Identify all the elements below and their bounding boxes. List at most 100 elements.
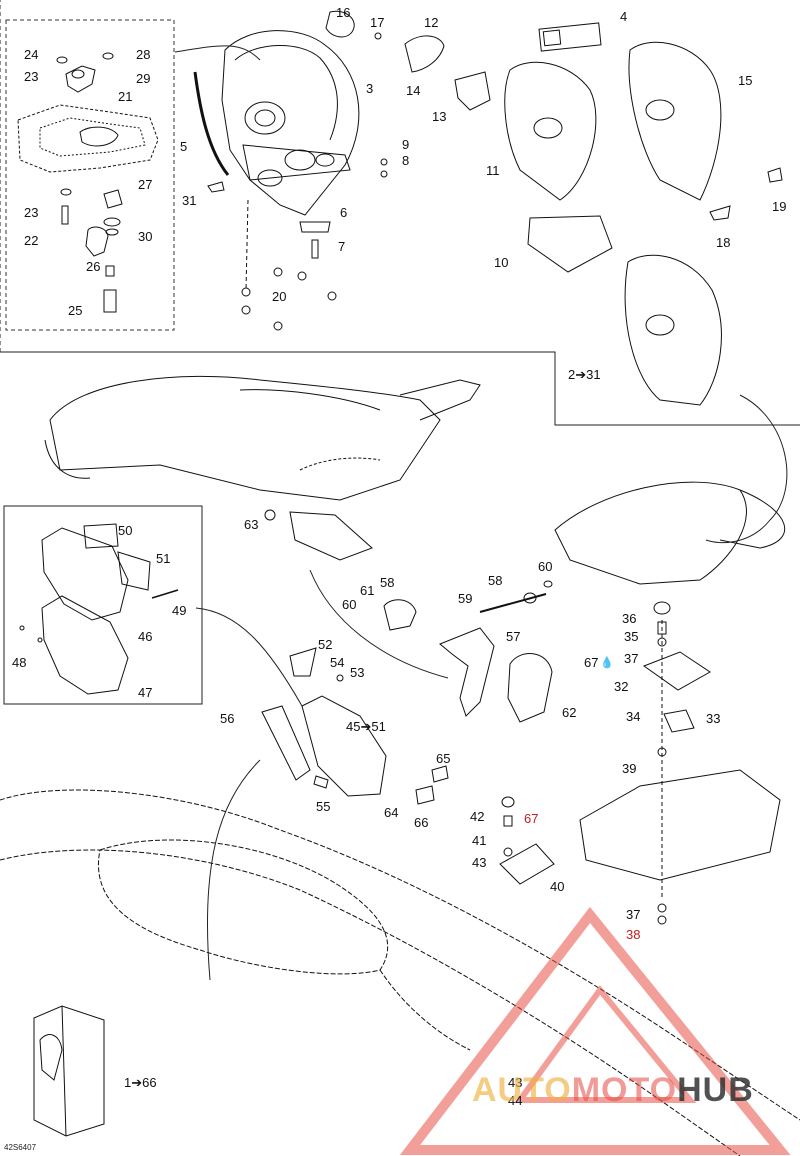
clip-55 xyxy=(313,775,329,789)
liner-11 xyxy=(504,61,597,201)
washer-43 xyxy=(503,847,513,857)
callout-label: 26 xyxy=(86,259,101,274)
nuts-20 xyxy=(241,267,337,331)
callout-label: 15 xyxy=(738,73,753,88)
callout-label: 6 xyxy=(340,205,348,220)
liner-15 xyxy=(628,41,722,201)
watermark-triangle xyxy=(399,906,791,1155)
pad-56 xyxy=(261,705,311,781)
callout-label: 32 xyxy=(614,679,629,694)
callout-label: 1➔66 xyxy=(124,1075,157,1090)
pad-50 xyxy=(83,523,119,549)
callout-label: 27 xyxy=(138,177,153,192)
leader-lines xyxy=(174,45,788,981)
screw-17 xyxy=(374,32,382,40)
callout-label: 35 xyxy=(624,629,639,644)
callout-label: 5 xyxy=(180,139,188,154)
callout-label: 21 xyxy=(118,89,133,104)
washer-9 xyxy=(380,158,388,166)
callout-label: 61 xyxy=(360,583,375,598)
callout-label: 28 xyxy=(136,47,151,62)
top-assembly-frame xyxy=(0,0,800,426)
callout-label: 62 xyxy=(562,705,577,720)
bracket-under-console xyxy=(289,511,373,561)
callout-label: 24 xyxy=(24,47,39,62)
watermark-hub: HUB xyxy=(677,1071,754,1109)
callout-label: 67 xyxy=(524,811,539,826)
hull-deck xyxy=(0,789,800,1156)
callout-label: 57 xyxy=(506,629,521,644)
plate-32 xyxy=(642,651,711,691)
callout-label: 46 xyxy=(138,629,153,644)
document-id: 42S6407 xyxy=(4,1143,37,1152)
callout-label: 58 xyxy=(488,573,503,588)
cushion-47 xyxy=(41,595,129,695)
latch-detail xyxy=(17,52,159,313)
callout-label: 59 xyxy=(458,591,473,606)
bracket-13 xyxy=(454,71,491,111)
parts-box-1-66 xyxy=(33,1005,105,1137)
knob-36 xyxy=(653,601,671,615)
steering-console xyxy=(44,375,481,501)
callout-label: 16 xyxy=(336,5,351,20)
oil-drop-icon: 💧 xyxy=(600,657,614,669)
callout-label: 37 xyxy=(626,907,641,922)
callout-label: 40 xyxy=(550,879,565,894)
callout-label: 36 xyxy=(622,611,637,626)
callout-label: 10 xyxy=(494,255,509,270)
nut-8 xyxy=(380,170,388,178)
hinge-57 xyxy=(439,627,495,717)
knob-42 xyxy=(501,796,515,808)
callout-label: 43 xyxy=(508,1075,523,1090)
spring-61 xyxy=(383,599,417,631)
callout-label: 8 xyxy=(402,153,410,168)
callout-label: 56 xyxy=(220,711,235,726)
cushion-46 xyxy=(41,527,129,621)
callout-label: 47 xyxy=(138,685,153,700)
callout-label: 67 xyxy=(584,655,599,670)
callout-label: 30 xyxy=(138,229,153,244)
callout-label: 2➔31 xyxy=(568,367,601,382)
nut-38 xyxy=(657,915,667,925)
callout-label: 54 xyxy=(330,655,345,670)
callout-label: 31 xyxy=(182,193,197,208)
callout-label: 23 xyxy=(24,205,39,220)
callout-label: 49 xyxy=(172,603,187,618)
callout-label: 43 xyxy=(472,855,487,870)
seal-strip-5 xyxy=(193,71,230,176)
cover-62 xyxy=(507,653,553,723)
callout-label: 23 xyxy=(24,69,39,84)
bushing-58 xyxy=(523,592,537,604)
callout-label: 11 xyxy=(486,163,500,178)
callout-label: 58 xyxy=(380,575,395,590)
callout-label: 7 xyxy=(338,239,346,254)
callout-label: 17 xyxy=(370,15,385,30)
callout-label: 55 xyxy=(316,799,331,814)
callout-label: 22 xyxy=(24,233,39,248)
clip-18 xyxy=(709,205,731,221)
callout-label: 60 xyxy=(538,559,553,574)
callout-label: 52 xyxy=(318,637,333,652)
callout-label: 37 xyxy=(624,651,639,666)
callout-label: 9 xyxy=(402,137,410,152)
latch-64 xyxy=(415,785,435,805)
decal-4 xyxy=(538,22,602,52)
cover-12 xyxy=(404,35,445,73)
storage-assembly-2-31 xyxy=(624,254,722,406)
bracket-31 xyxy=(207,181,225,193)
callout-label: 38 xyxy=(626,927,641,942)
callout-label: 66 xyxy=(414,815,429,830)
strap-49 xyxy=(151,589,179,599)
screw-48b xyxy=(37,637,43,643)
callout-label: 42 xyxy=(470,809,485,824)
callout-label: 44 xyxy=(508,1093,523,1108)
screw-53 xyxy=(336,674,344,682)
callout-label: 39 xyxy=(622,761,637,776)
pad-6 xyxy=(299,221,331,233)
backrest-45-51 xyxy=(301,695,387,797)
callout-label: 50 xyxy=(118,523,133,538)
callout-label: 53 xyxy=(350,665,365,680)
callout-label: 33 xyxy=(706,711,721,726)
callout-label: 4 xyxy=(620,9,628,24)
